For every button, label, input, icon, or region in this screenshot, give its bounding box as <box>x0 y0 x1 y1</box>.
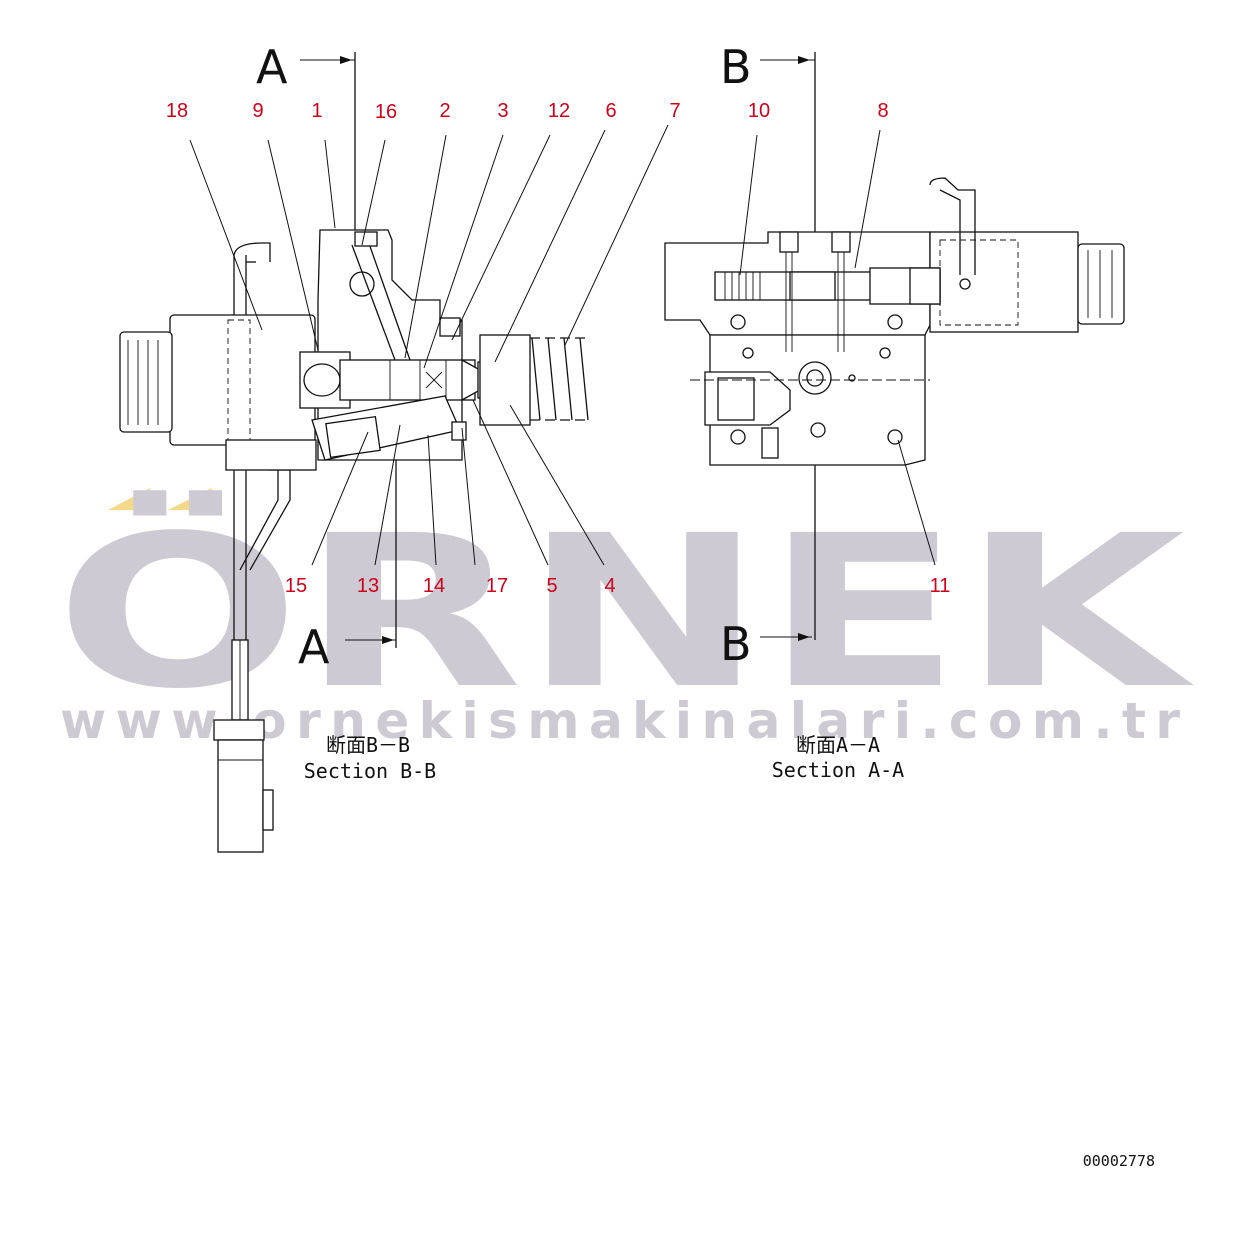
caption-right-en: Section A-A <box>772 758 904 782</box>
callout-6: 6 <box>605 100 616 122</box>
callout-4: 4 <box>604 575 615 597</box>
captions: 断面B－B Section B-B 断面A－A Section A-A <box>304 733 904 783</box>
callout-1: 1 <box>311 100 322 122</box>
caption-left-jp: 断面B－B <box>326 733 410 757</box>
section-markers: A B A B <box>256 40 816 674</box>
callouts: 18 9 1 16 2 3 12 6 7 15 13 14 17 5 4 10 … <box>166 100 951 597</box>
callout-9: 9 <box>252 100 263 122</box>
callout-8: 8 <box>877 100 888 122</box>
watermark: ÖRNEK www.ornekismakinalari.com.tr <box>55 488 1195 750</box>
watermark-accent-right <box>168 488 212 510</box>
callout-7: 7 <box>669 100 680 122</box>
callout-17: 17 <box>486 575 508 597</box>
caption-left-en: Section B-B <box>304 759 436 783</box>
callout-2: 2 <box>439 100 450 122</box>
section-mark-b-bottom: B <box>720 617 752 671</box>
callout-10: 10 <box>748 100 770 122</box>
callout-13: 13 <box>357 575 379 597</box>
callout-14: 14 <box>423 575 445 597</box>
callout-18: 18 <box>166 100 188 122</box>
caption-right-jp: 断面A－A <box>796 733 880 757</box>
drawing-number: 00002778 <box>1083 1152 1155 1170</box>
callout-16: 16 <box>375 101 397 123</box>
section-a-a-drawing <box>664 177 1125 466</box>
section-mark-a-top: A <box>256 40 288 94</box>
callout-15: 15 <box>285 575 307 597</box>
callout-12: 12 <box>548 100 570 122</box>
callout-3: 3 <box>497 100 508 122</box>
section-mark-b-top: B <box>720 40 752 94</box>
leader-lines <box>189 124 936 566</box>
section-b-b-drawing <box>119 229 589 853</box>
callout-11: 11 <box>930 575 951 597</box>
callout-5: 5 <box>546 575 557 597</box>
section-mark-a-bottom: A <box>298 620 330 674</box>
watermark-accent-left <box>108 488 150 510</box>
